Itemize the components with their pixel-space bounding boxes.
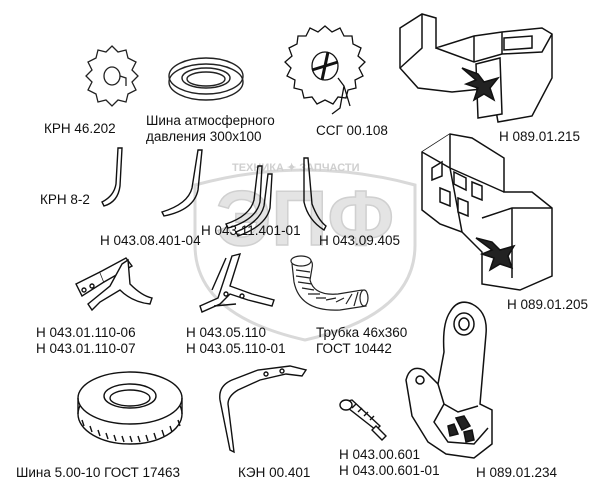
label-ssg-00-108: ССГ 00.108 xyxy=(316,123,388,138)
watermark-logo: ЭПФ xyxy=(193,168,417,342)
label-n-043-00-601-line1: Н 043.00.601 xyxy=(339,447,421,462)
label-n-043-08-401-04: Н 043.08.401-04 xyxy=(100,233,201,248)
label-n-089-01-215: Н 089.01.215 xyxy=(499,129,581,144)
label-n-089-01-234: Н 089.01.234 xyxy=(476,465,558,480)
tube-46x360-drawing xyxy=(290,255,369,311)
label-n-043-01-110-line1: Н 043.01.110-06 xyxy=(36,325,136,340)
label-tube-46x360-line1: Трубка 46х360 xyxy=(316,325,408,340)
label-tire-300x100-line1: Шина атмосферного xyxy=(146,113,275,128)
part-n-043-05-110-drawing xyxy=(199,253,275,313)
label-n-043-05-110-line1: Н 043.05.110 xyxy=(186,325,267,340)
sprocket-krn-46-202-drawing xyxy=(85,45,139,107)
gear-ssg-00-108-drawing xyxy=(284,25,366,115)
tire-5-00-10-drawing xyxy=(77,371,183,445)
label-tire-5-00-10: Шина 5.00-10 ГОСТ 17463 xyxy=(16,465,181,480)
watermark-logo-text: ЭПФ xyxy=(216,174,394,262)
label-ken-00-401: КЭН 00.401 xyxy=(238,465,311,480)
bolt-n-043-00-601-drawing xyxy=(339,399,387,441)
tines-group-drawing xyxy=(161,149,327,237)
tire-300x100-drawing xyxy=(168,57,244,101)
label-tire-300x100-line2: давления 300х100 xyxy=(146,129,262,144)
label-n-043-05-110-line2: Н 043.05.110-01 xyxy=(186,341,286,356)
bracket-n-089-01-234-drawing xyxy=(405,301,493,459)
part-ken-00-401-drawing xyxy=(219,365,308,454)
bracket-n-089-01-215-drawing xyxy=(399,13,553,123)
bracket-n-089-01-205-drawing xyxy=(421,133,553,291)
label-n-043-00-601-line2: Н 043.00.601-01 xyxy=(339,463,440,478)
label-krn-46-202: КРН 46.202 xyxy=(44,121,116,136)
part-n-043-01-110-drawing xyxy=(75,257,153,312)
label-krn-8-2: КРН 8-2 xyxy=(40,192,90,207)
label-n-043-11-401-01: Н 043.11.401-01 xyxy=(201,223,301,238)
label-n-043-09-405: Н 043.09.405 xyxy=(319,233,401,248)
tine-krn-8-2-drawing xyxy=(101,147,123,207)
watermark-top-text: ТЕХНИКА ✦ ЗАПЧАСТИ xyxy=(232,162,360,174)
label-n-043-01-110-line2: Н 043.01.110-07 xyxy=(36,341,136,356)
label-tube-46x360-line2: ГОСТ 10442 xyxy=(316,341,392,356)
label-n-089-01-205: Н 089.01.205 xyxy=(507,297,589,312)
